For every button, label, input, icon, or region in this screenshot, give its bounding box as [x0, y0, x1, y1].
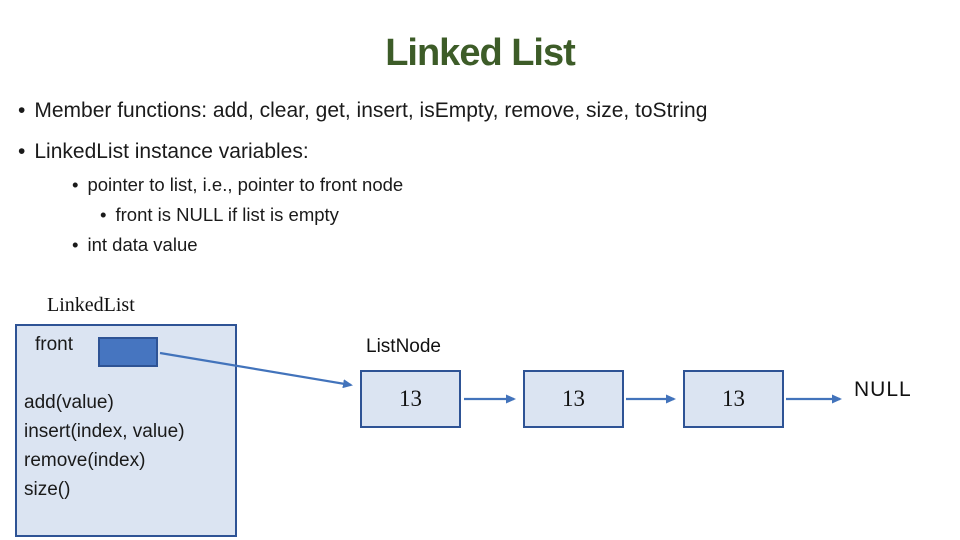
- listnode-box-1: 13: [360, 370, 461, 428]
- slide-title: Linked List: [385, 32, 576, 74]
- linkedlist-object-box: front add(value) insert(index, value) re…: [15, 324, 237, 537]
- node-value: 13: [399, 386, 422, 411]
- node-value: 13: [722, 386, 745, 411]
- front-pointer-cell: [98, 337, 158, 367]
- bullet-int-data: • int data value: [72, 234, 198, 256]
- bullet-dot: •: [100, 204, 107, 225]
- linkedlist-methods: add(value) insert(index, value) remove(i…: [24, 388, 185, 504]
- bullet-text: front is NULL if list is empty: [115, 204, 339, 225]
- node-value: 13: [562, 386, 585, 411]
- bullet-member-functions: • Member functions: add, clear, get, ins…: [18, 99, 707, 123]
- listnode-box-2: 13: [523, 370, 624, 428]
- method-size: size(): [24, 479, 71, 500]
- bullet-dot: •: [72, 234, 79, 255]
- method-remove: remove(index): [24, 450, 146, 471]
- listnode-class-label: ListNode: [366, 336, 441, 357]
- bullet-text: pointer to list, i.e., pointer to front …: [87, 174, 404, 195]
- null-terminator-label: NULL: [854, 378, 912, 401]
- bullet-instance-variables: • LinkedList instance variables:: [18, 140, 309, 164]
- bullet-text: int data value: [87, 234, 198, 255]
- bullet-dot: •: [18, 140, 26, 163]
- bullet-front-null: • front is NULL if list is empty: [100, 204, 339, 226]
- method-insert: insert(index, value): [24, 421, 185, 442]
- method-add: add(value): [24, 392, 114, 413]
- bullet-dot: •: [18, 99, 26, 122]
- bullet-text: LinkedList instance variables:: [34, 140, 309, 163]
- linkedlist-class-label: LinkedList: [47, 294, 135, 316]
- front-field-label: front: [35, 334, 74, 355]
- bullet-text: Member functions: add, clear, get, inser…: [34, 99, 708, 122]
- bullet-pointer-to-list: • pointer to list, i.e., pointer to fron…: [72, 174, 403, 196]
- bullet-dot: •: [72, 174, 79, 195]
- listnode-box-3: 13: [683, 370, 784, 428]
